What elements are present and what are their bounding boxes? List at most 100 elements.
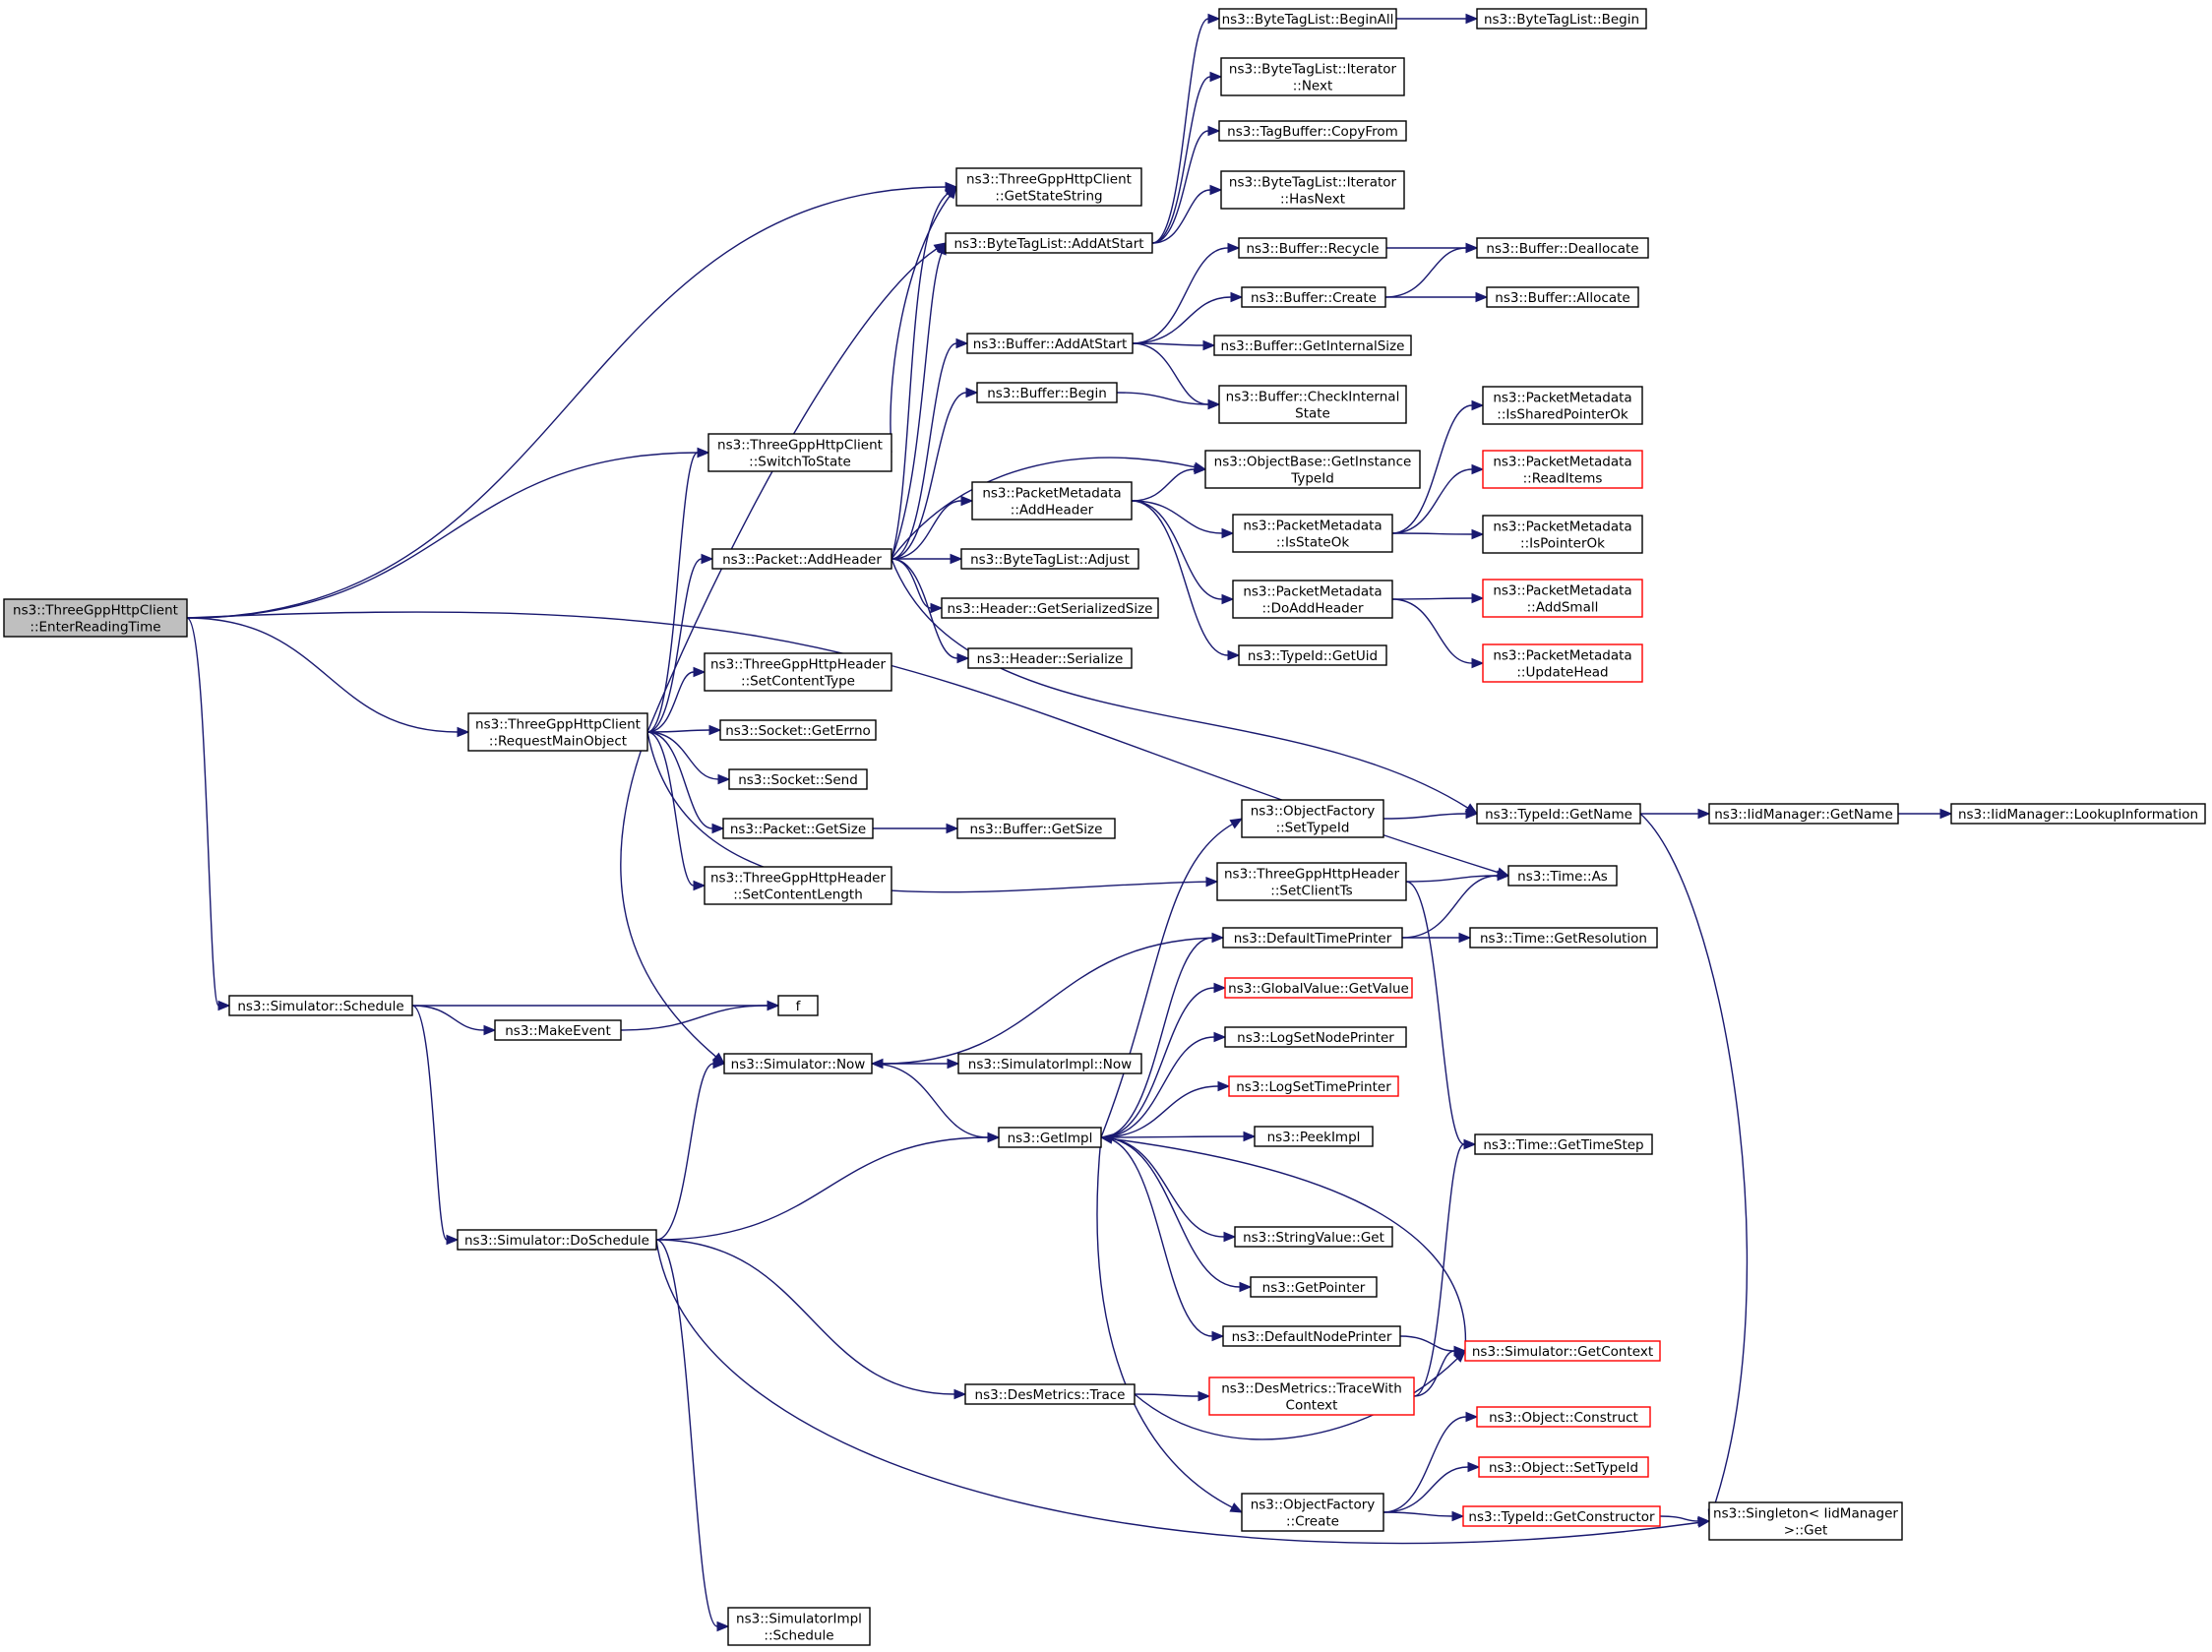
node-type-id-get-constructor[interactable]: ns3::TypeId::GetConstructor (1462, 1505, 1661, 1527)
node-get-pointer[interactable]: ns3::GetPointer (1250, 1276, 1378, 1298)
node-do-schedule[interactable]: ns3::Simulator::DoSchedule (457, 1229, 657, 1251)
node-set-content-type[interactable]: ns3::ThreeGppHttpHeader::SetContentType (704, 652, 892, 692)
node-label: ns3::ByteTagList::Begin (1484, 12, 1639, 28)
node-buffer-get-size[interactable]: ns3::Buffer::GetSize (956, 818, 1116, 839)
node-byte-tag-adjust[interactable]: ns3::ByteTagList::Adjust (960, 548, 1139, 570)
node-pm-add-header[interactable]: ns3::PacketMetadata::AddHeader (971, 481, 1133, 520)
node-time-get-time-step[interactable]: ns3::Time::GetTimeStep (1474, 1133, 1653, 1155)
node-pm-is-shared-pointer-ok[interactable]: ns3::PacketMetadata::IsSharedPointerOk (1482, 386, 1643, 425)
node-get-state-string[interactable]: ns3::ThreeGppHttpClient::GetStateString (955, 167, 1142, 207)
node-of-set-type-id[interactable]: ns3::ObjectFactory::SetTypeId (1241, 799, 1384, 838)
node-pm-do-add-header[interactable]: ns3::PacketMetadata::DoAddHeader (1232, 580, 1393, 619)
node-box (1216, 862, 1407, 901)
node-root: ns3::ThreeGppHttpClient::EnterReadingTim… (3, 598, 188, 638)
node-iid-get-name[interactable]: ns3::IidManager::GetName (1708, 803, 1899, 825)
node-box (1474, 1133, 1653, 1155)
node-label: ::Next (1293, 79, 1333, 94)
node-label: ns3::ObjectFactory (1251, 1498, 1376, 1513)
node-buffer-add-at-start[interactable]: ns3::Buffer::AddAtStart (966, 333, 1134, 354)
node-bt-begin[interactable]: ns3::ByteTagList::Begin (1476, 8, 1647, 30)
node-type-id-get-uid[interactable]: ns3::TypeId::GetUid (1238, 644, 1387, 666)
node-socket-send[interactable]: ns3::Socket::Send (728, 768, 868, 790)
node-make-event[interactable]: ns3::MakeEvent (494, 1019, 622, 1041)
edge-request-main-object-to-packet-add-header (646, 553, 714, 733)
node-get-errno[interactable]: ns3::Socket::GetErrno (719, 719, 877, 741)
node-box (722, 818, 874, 839)
node-log-set-node-printer[interactable]: ns3::LogSetNodePrinter (1224, 1026, 1407, 1048)
node-set-content-length[interactable]: ns3::ThreeGppHttpHeader::SetContentLengt… (704, 866, 892, 905)
node-default-node-printer[interactable]: ns3::DefaultNodePrinter (1222, 1325, 1401, 1347)
node-pm-add-small[interactable]: ns3::PacketMetadata::AddSmall (1482, 579, 1643, 618)
node-buffer-recycle[interactable]: ns3::Buffer::Recycle (1238, 237, 1387, 259)
edge-root-to-switch-to-state (186, 447, 710, 619)
node-box (1476, 1406, 1651, 1428)
node-schedule[interactable]: ns3::Simulator::Schedule (228, 995, 413, 1016)
node-label: ns3::PacketMetadata (1493, 520, 1631, 535)
node-label: ns3::GlobalValue::GetValue (1228, 981, 1409, 997)
node-sim-impl-schedule[interactable]: ns3::SimulatorImpl::Schedule (727, 1607, 871, 1646)
node-singleton-get[interactable]: ns3::Singleton< IidManager>::Get (1708, 1501, 1903, 1541)
node-label: ns3::DesMetrics::Trace (975, 1387, 1126, 1403)
node-box (1218, 385, 1407, 424)
edge-iid-get-name-to-iid-lookup-information (1898, 808, 1953, 820)
node-request-main-object[interactable]: ns3::ThreeGppHttpClient::RequestMainObje… (467, 712, 648, 752)
node-string-value-get[interactable]: ns3::StringValue::Get (1234, 1226, 1393, 1248)
node-label: ns3::Buffer::Allocate (1495, 290, 1629, 306)
node-default-time-printer[interactable]: ns3::DefaultTimePrinter (1222, 927, 1403, 948)
node-log-set-time-printer[interactable]: ns3::LogSetTimePrinter (1228, 1075, 1399, 1097)
node-obj-construct[interactable]: ns3::Object::Construct (1476, 1406, 1651, 1428)
node-label: ns3::ThreeGppHttpHeader (710, 871, 886, 887)
node-time-as[interactable]: ns3::Time::As (1507, 865, 1618, 887)
node-tag-buffer-copy-from[interactable]: ns3::TagBuffer::CopyFrom (1218, 120, 1407, 142)
node-label: ::Create (1286, 1514, 1339, 1530)
node-buffer-deallocate[interactable]: ns3::Buffer::Deallocate (1476, 237, 1649, 259)
edge-do-schedule-to-des-trace (655, 1239, 967, 1400)
node-pm-update-head[interactable]: ns3::PacketMetadata::UpdateHead (1482, 643, 1643, 683)
node-label: ns3::ThreeGppHttpHeader (710, 657, 886, 673)
node-box (1950, 803, 2206, 825)
edge-make-event-to-f (620, 1000, 780, 1031)
node-box (966, 333, 1134, 354)
node-bt-iter-next[interactable]: ns3::ByteTagList::Iterator::Next (1220, 57, 1405, 96)
node-pm-is-pointer-ok[interactable]: ns3::PacketMetadata::IsPointerOk (1482, 515, 1643, 554)
node-gv-get-value[interactable]: ns3::GlobalValue::GetValue (1224, 977, 1413, 999)
node-des-trace[interactable]: ns3::DesMetrics::Trace (964, 1383, 1136, 1405)
node-get-impl[interactable]: ns3::GetImpl (998, 1127, 1102, 1148)
node-buffer-begin[interactable]: ns3::Buffer::Begin (976, 382, 1118, 403)
node-sim-get-context[interactable]: ns3::Simulator::GetContext (1464, 1340, 1661, 1362)
node-sim-now[interactable]: ns3::Simulator::Now (723, 1053, 873, 1074)
node-buffer-get-internal-size[interactable]: ns3::Buffer::GetInternalSize (1213, 335, 1412, 356)
node-header-serialize[interactable]: ns3::Header::Serialize (967, 647, 1133, 669)
edge-get-impl-to-log-set-node-printer (1100, 1031, 1227, 1138)
node-peek-impl[interactable]: ns3::PeekImpl (1254, 1126, 1374, 1147)
node-pm-is-state-ok[interactable]: ns3::PacketMetadata::IsStateOk (1232, 514, 1393, 553)
node-pm-read-items[interactable]: ns3::PacketMetadata::ReadItems (1482, 450, 1643, 489)
node-box (711, 548, 892, 570)
node-label: ns3::PacketMetadata (1493, 391, 1631, 406)
node-packet-get-size[interactable]: ns3::Packet::GetSize (722, 818, 874, 839)
node-bt-begin-all[interactable]: ns3::ByteTagList::BeginAll (1218, 8, 1397, 30)
node-label: ns3::MakeEvent (505, 1023, 611, 1039)
node-type-id-get-name[interactable]: ns3::TypeId::GetName (1476, 803, 1641, 825)
node-time-get-resolution[interactable]: ns3::Time::GetResolution (1469, 927, 1658, 948)
node-of-create[interactable]: ns3::ObjectFactory::Create (1241, 1493, 1384, 1532)
node-iid-lookup-information[interactable]: ns3::IidManager::LookupInformation (1950, 803, 2206, 825)
node-label: ns3::TypeId::GetName (1485, 807, 1632, 823)
node-obj-set-type-id[interactable]: ns3::Object::SetTypeId (1478, 1456, 1649, 1478)
node-buffer-allocate[interactable]: ns3::Buffer::Allocate (1486, 286, 1639, 308)
node-switch-to-state[interactable]: ns3::ThreeGppHttpClient::SwitchToState (707, 433, 892, 472)
edge-get-impl-to-gv-get-value (1100, 982, 1227, 1138)
node-packet-add-header[interactable]: ns3::Packet::AddHeader (711, 548, 892, 570)
node-byte-tag-add-at-start[interactable]: ns3::ByteTagList::AddAtStart (945, 232, 1153, 254)
node-sim-impl-now[interactable]: ns3::SimulatorImpl::Now (957, 1053, 1142, 1074)
node-label: ns3::TypeId::GetConstructor (1468, 1509, 1655, 1525)
node-buffer-create[interactable]: ns3::Buffer::Create (1241, 286, 1386, 308)
node-bt-iter-has-next[interactable]: ns3::ByteTagList::Iterator::HasNext (1220, 170, 1405, 210)
node-f[interactable]: f (777, 995, 819, 1016)
node-set-client-ts[interactable]: ns3::ThreeGppHttpHeader::SetClientTs (1216, 862, 1407, 901)
node-label: ns3::Object::SetTypeId (1489, 1460, 1638, 1476)
node-header-get-serialized-size[interactable]: ns3::Header::GetSerializedSize (941, 597, 1159, 619)
